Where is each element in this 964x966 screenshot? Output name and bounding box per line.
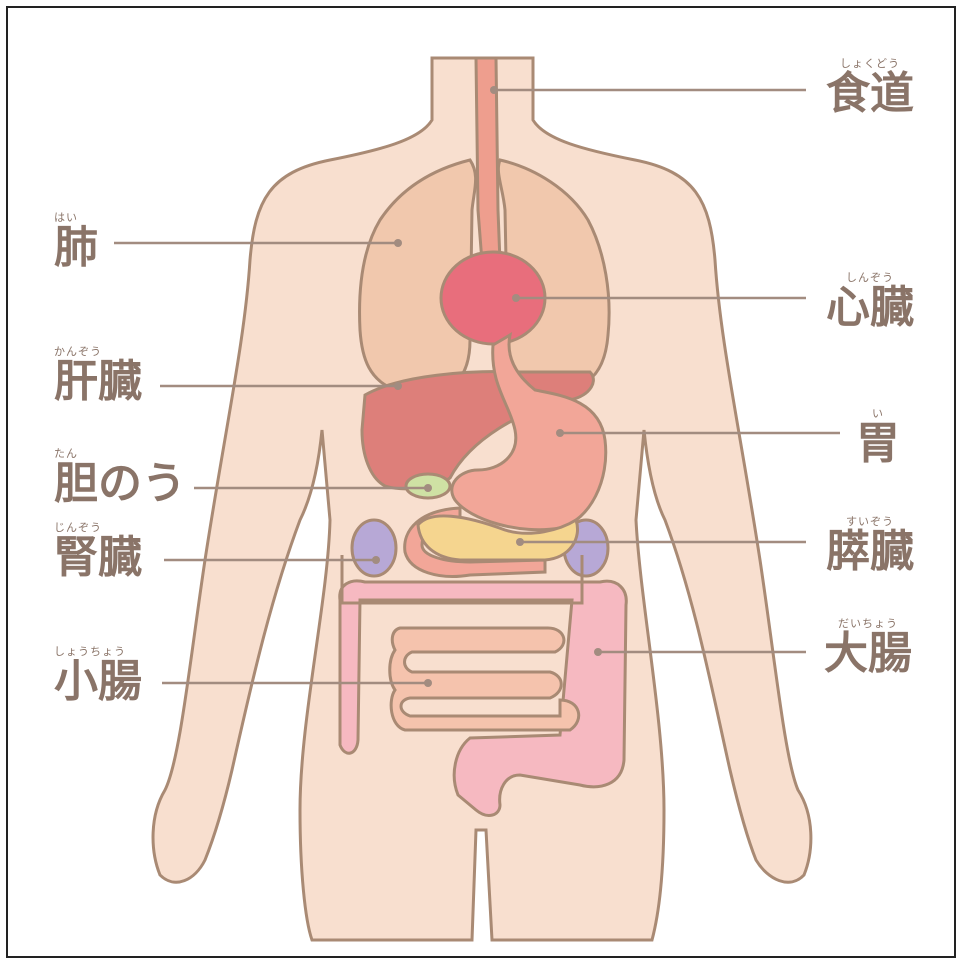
label-kidneys-word: 腎臓	[54, 536, 142, 580]
label-pancreas: すいぞう 膵臓	[826, 516, 914, 574]
small-intestine	[390, 628, 579, 730]
leader-heart-dot	[512, 294, 520, 302]
label-large-intestine-word: 大腸	[824, 632, 912, 676]
label-esophagus-word: 食道	[826, 72, 914, 116]
label-liver: かんぞう 肝臓	[54, 346, 142, 404]
label-liver-word: 肝臓	[54, 360, 142, 404]
label-gallbladder-word: 胆のう	[54, 462, 186, 506]
leader-pancreas-dot	[516, 538, 524, 546]
leader-liver-dot	[394, 382, 402, 390]
label-stomach-word: 胃	[856, 422, 900, 466]
label-pancreas-word: 膵臓	[826, 530, 914, 574]
label-stomach: い 胃	[856, 408, 900, 466]
label-kidneys: じんぞう 腎臓	[54, 522, 142, 580]
label-heart: しんぞう 心臓	[826, 272, 914, 330]
kidney-left	[352, 520, 396, 576]
leader-esophagus-dot	[490, 86, 498, 94]
leader-kidneys-dot	[372, 556, 380, 564]
leader-lungs-dot	[394, 239, 402, 247]
label-lungs: はい 肺	[54, 212, 98, 270]
label-lungs-word: 肺	[54, 226, 98, 270]
leader-large-intestine-dot	[594, 648, 602, 656]
label-gallbladder: たん 胆のう	[54, 448, 186, 506]
leader-stomach-dot	[556, 429, 564, 437]
label-heart-word: 心臓	[826, 286, 914, 330]
label-esophagus: しょくどう 食道	[826, 58, 914, 116]
label-small-intestine: しょうちょう 小腸	[54, 646, 142, 704]
label-small-intestine-word: 小腸	[54, 660, 142, 704]
leader-gallbladder-dot	[424, 484, 432, 492]
label-large-intestine: だいちょう 大腸	[824, 618, 912, 676]
leader-small-intestine-dot	[424, 679, 432, 687]
